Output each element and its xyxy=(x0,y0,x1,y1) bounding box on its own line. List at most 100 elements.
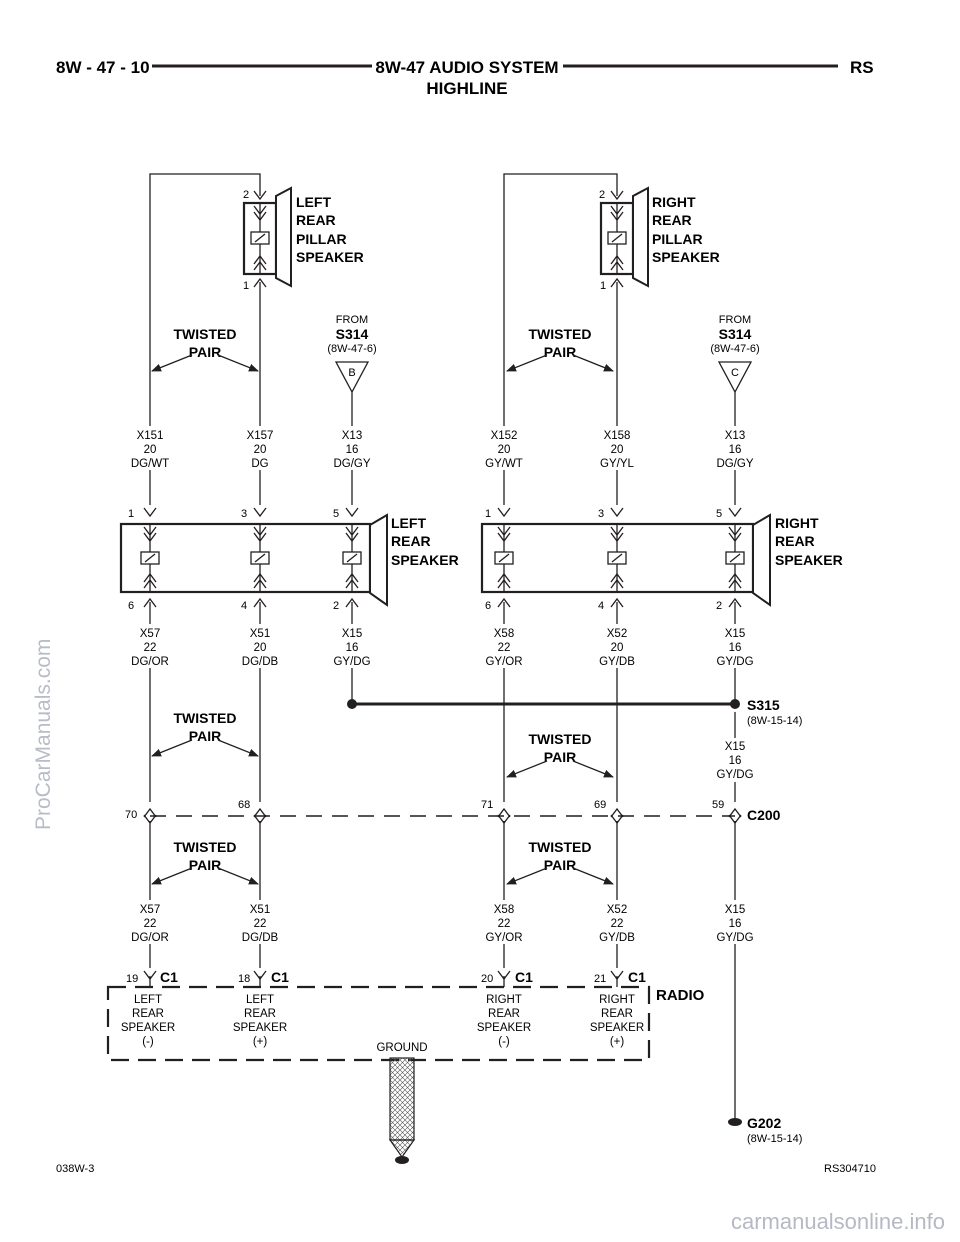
svg-text:GY/DB: GY/DB xyxy=(599,932,635,944)
svg-text:PAIR: PAIR xyxy=(544,857,576,873)
svg-text:GY/DB: GY/DB xyxy=(599,656,635,668)
svg-text:REAR: REAR xyxy=(391,533,431,549)
svg-text:6: 6 xyxy=(128,600,134,612)
svg-text:20: 20 xyxy=(498,444,511,456)
twisted-pair-upper-right: TWISTED PAIR xyxy=(506,326,614,372)
svg-text:2: 2 xyxy=(243,189,249,201)
svg-text:S314: S314 xyxy=(336,326,369,342)
svg-text:C200: C200 xyxy=(747,807,781,823)
svg-text:22: 22 xyxy=(144,918,157,930)
svg-text:X158: X158 xyxy=(604,430,631,442)
svg-text:SPEAKER: SPEAKER xyxy=(775,552,843,568)
svg-text:FROM: FROM xyxy=(336,314,368,326)
svg-text:TWISTED: TWISTED xyxy=(529,839,592,855)
svg-text:4: 4 xyxy=(598,600,604,612)
svg-text:20: 20 xyxy=(611,642,624,654)
svg-text:LEFT: LEFT xyxy=(296,194,331,210)
svg-text:LEFT: LEFT xyxy=(391,515,426,531)
svg-text:X152: X152 xyxy=(491,430,518,442)
svg-text:1: 1 xyxy=(243,280,249,292)
svg-text:X13: X13 xyxy=(342,430,362,442)
svg-text:SPEAKER: SPEAKER xyxy=(233,1022,287,1034)
svg-text:16: 16 xyxy=(729,755,742,767)
svg-text:LEFT: LEFT xyxy=(246,994,274,1006)
svg-text:GY/DG: GY/DG xyxy=(716,769,753,781)
svg-text:C1: C1 xyxy=(628,969,646,985)
svg-text:X57: X57 xyxy=(140,628,160,640)
page-ref: 8W - 47 - 10 xyxy=(56,58,150,77)
svg-text:DG/DB: DG/DB xyxy=(242,656,279,668)
svg-text:3: 3 xyxy=(241,508,247,520)
page-title: 8W-47 AUDIO SYSTEM xyxy=(375,58,558,77)
svg-text:PAIR: PAIR xyxy=(544,749,576,765)
svg-text:SPEAKER: SPEAKER xyxy=(590,1022,644,1034)
svg-text:RIGHT: RIGHT xyxy=(775,515,819,531)
svg-text:20: 20 xyxy=(254,642,267,654)
svg-text:DG/GY: DG/GY xyxy=(716,458,753,470)
svg-text:5: 5 xyxy=(716,508,722,520)
page-subtitle: HIGHLINE xyxy=(426,79,507,98)
svg-text:DG/OR: DG/OR xyxy=(131,932,169,944)
svg-text:LEFT: LEFT xyxy=(134,994,162,1006)
wire-labels-mid-left: X57 22 DG/OR X51 20 DG/DB X15 16 GY/DG xyxy=(122,624,380,668)
svg-text:6: 6 xyxy=(485,600,491,612)
svg-text:19: 19 xyxy=(126,973,138,985)
svg-text:C1: C1 xyxy=(271,969,289,985)
svg-text:(8W-47-6): (8W-47-6) xyxy=(327,343,376,355)
ground-g202: G202 (8W-15-14) xyxy=(728,1115,802,1145)
svg-text:G202: G202 xyxy=(747,1115,781,1131)
svg-text:18: 18 xyxy=(238,973,250,985)
footer-left-code: 038W-3 xyxy=(56,1163,94,1175)
twisted-pair-upper-left: TWISTED PAIR xyxy=(151,326,259,372)
footer-right-code: RS304710 xyxy=(824,1163,876,1175)
svg-text:71: 71 xyxy=(481,799,493,811)
right-pillar-speaker: 2 1 RIGHT REAR PILLAR SPEAKER xyxy=(503,173,720,505)
svg-text:20: 20 xyxy=(481,973,493,985)
svg-text:3: 3 xyxy=(598,508,604,520)
svg-text:REAR: REAR xyxy=(601,1008,633,1020)
svg-text:59: 59 xyxy=(712,799,724,811)
svg-text:2: 2 xyxy=(333,600,339,612)
svg-text:20: 20 xyxy=(254,444,267,456)
svg-text:69: 69 xyxy=(594,799,606,811)
svg-text:DG/WT: DG/WT xyxy=(131,458,169,470)
svg-text:22: 22 xyxy=(498,642,511,654)
svg-text:REAR: REAR xyxy=(488,1008,520,1020)
svg-text:DG: DG xyxy=(251,458,268,470)
svg-text:GY/OR: GY/OR xyxy=(485,932,522,944)
svg-text:PAIR: PAIR xyxy=(189,857,221,873)
svg-text:X52: X52 xyxy=(607,628,627,640)
left-rear-speaker: 1 3 5 6 4 2 LEFT REAR SPEAKER xyxy=(119,507,459,612)
svg-text:2: 2 xyxy=(599,189,605,201)
svg-text:S315: S315 xyxy=(747,697,780,713)
wire-labels-lower: X57 22 DG/OR X51 22 DG/DB X58 22 GY/OR X… xyxy=(122,900,763,944)
wire-labels-mid-right: X58 22 GY/OR X52 20 GY/DB X15 16 GY/DG xyxy=(476,624,763,668)
svg-text:DG/OR: DG/OR xyxy=(131,656,169,668)
svg-text:DG/GY: DG/GY xyxy=(333,458,370,470)
svg-text:16: 16 xyxy=(729,444,742,456)
svg-text:REAR: REAR xyxy=(296,212,336,228)
svg-text:REAR: REAR xyxy=(775,533,815,549)
svg-text:21: 21 xyxy=(594,973,606,985)
svg-text:X157: X157 xyxy=(247,430,274,442)
svg-text:16: 16 xyxy=(346,642,359,654)
svg-text:68: 68 xyxy=(238,799,250,811)
left-pillar-speaker: 2 1 LEFT REAR PILLAR SPEAKER xyxy=(149,173,364,505)
ground-label: GROUND xyxy=(376,1042,427,1054)
svg-text:(8W-15-14): (8W-15-14) xyxy=(747,1133,802,1145)
svg-text:SPEAKER: SPEAKER xyxy=(121,1022,175,1034)
svg-text:1: 1 xyxy=(485,508,491,520)
svg-text:X151: X151 xyxy=(137,430,164,442)
svg-text:22: 22 xyxy=(498,918,511,930)
lower-wires xyxy=(149,821,736,1120)
svg-text:SPEAKER: SPEAKER xyxy=(652,249,720,265)
svg-text:16: 16 xyxy=(729,918,742,930)
svg-text:(-): (-) xyxy=(142,1036,154,1048)
svg-text:TWISTED: TWISTED xyxy=(174,326,237,342)
radio-label: RADIO xyxy=(656,987,705,1004)
svg-text:REAR: REAR xyxy=(652,212,692,228)
svg-text:S314: S314 xyxy=(719,326,752,342)
svg-text:22: 22 xyxy=(611,918,624,930)
svg-text:PILLAR: PILLAR xyxy=(296,231,347,247)
